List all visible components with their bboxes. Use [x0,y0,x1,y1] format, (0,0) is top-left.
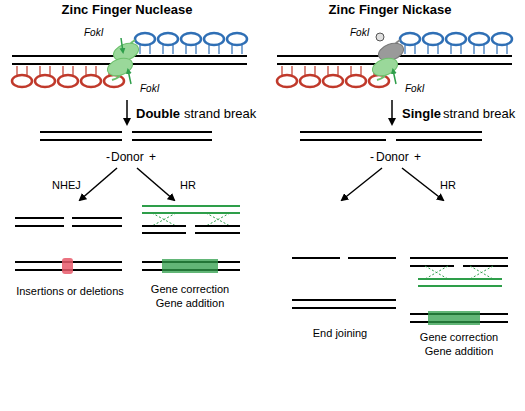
pathway-label: NHEJ [52,178,92,192]
break-label: strand break [443,106,525,122]
zinc-finger-nickase-complex [277,33,512,87]
double-strand-break [40,132,212,140]
donor-sign: + [414,150,426,165]
single-strand-break [300,132,482,140]
nhej-outcome [15,218,122,274]
process-arrow [137,168,174,200]
enzyme-label: FokI [350,26,390,39]
end-joining-outcome [292,258,396,308]
outcome-label: Gene correction Gene addition [144,282,236,310]
outcome-label: End joining [290,326,390,340]
pathway-label: HR [180,178,210,192]
process-arrow [126,100,128,124]
enzyme-label: FokI [405,82,445,95]
donor-label: Donor [111,150,151,165]
panel-heading: Zinc Finger Nickase [280,2,500,18]
process-arrow [80,168,117,200]
donor-sign: + [149,150,161,165]
pathway-label: HR [440,178,470,192]
donor-label: Donor [376,150,416,165]
panel-heading: Zinc Finger Nuclease [17,2,237,18]
outcome-label: Insertions or deletions [5,284,135,298]
nick-hr-outcome [410,258,508,325]
process-arrow [402,168,443,200]
outcome-label: Gene correction Gene addition [413,330,505,358]
process-arrow [391,100,393,124]
break-label: strand break [184,106,274,122]
zinc-finger-nuclease-complex [12,33,247,87]
hr-outcome [142,206,240,273]
enzyme-label: FokI [84,26,124,39]
enzyme-label: FokI [140,82,180,95]
process-arrow [342,168,382,200]
